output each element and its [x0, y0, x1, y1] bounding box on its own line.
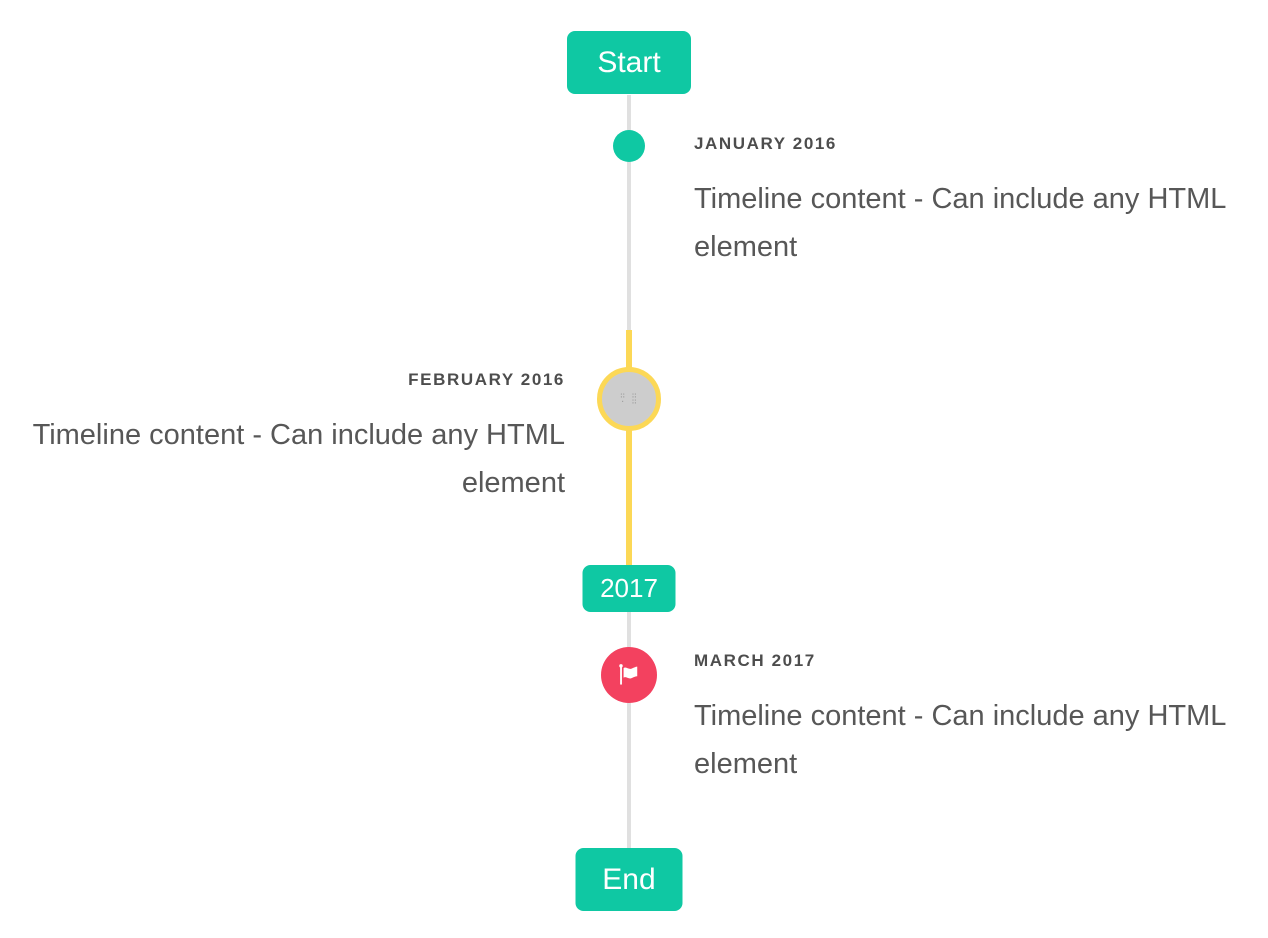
event-january-2016: JANUARY 2016 Timeline content - Can incl…: [694, 134, 1239, 271]
timeline-line-segment-highlighted: [626, 330, 632, 565]
event-marker-february-image: ∷ ∷ · ∷: [597, 367, 661, 431]
event-date-label: FEBRUARY 2016: [408, 370, 565, 389]
event-marker-january-dot: [613, 130, 645, 162]
event-content-text: Timeline content - Can include any HTML …: [694, 183, 1226, 263]
event-march-2017: MARCH 2017 Timeline content - Can includ…: [694, 651, 1239, 788]
timeline-line-segment-top: [627, 95, 631, 332]
timeline-end-label: End: [602, 862, 656, 896]
flag-icon: [619, 664, 638, 685]
event-date-label: JANUARY 2016: [694, 134, 837, 153]
event-content-text: Timeline content - Can include any HTML …: [694, 700, 1226, 780]
broken-image-icon: ∷ ∷ · ∷: [620, 391, 638, 406]
timeline-year-label: 2017: [600, 573, 658, 603]
event-content-text: Timeline content - Can include any HTML …: [32, 419, 565, 499]
event-marker-march-flag: [601, 647, 657, 703]
event-february-2016: FEBRUARY 2016 Timeline content - Can inc…: [20, 370, 565, 507]
timeline-end-badge: End: [575, 848, 683, 911]
timeline-start-badge: Start: [567, 31, 691, 94]
event-date-label: MARCH 2017: [694, 651, 816, 670]
timeline-line-segment-bottom: [627, 612, 631, 849]
timeline-year-badge: 2017: [582, 565, 676, 612]
timeline-start-label: Start: [597, 45, 661, 79]
